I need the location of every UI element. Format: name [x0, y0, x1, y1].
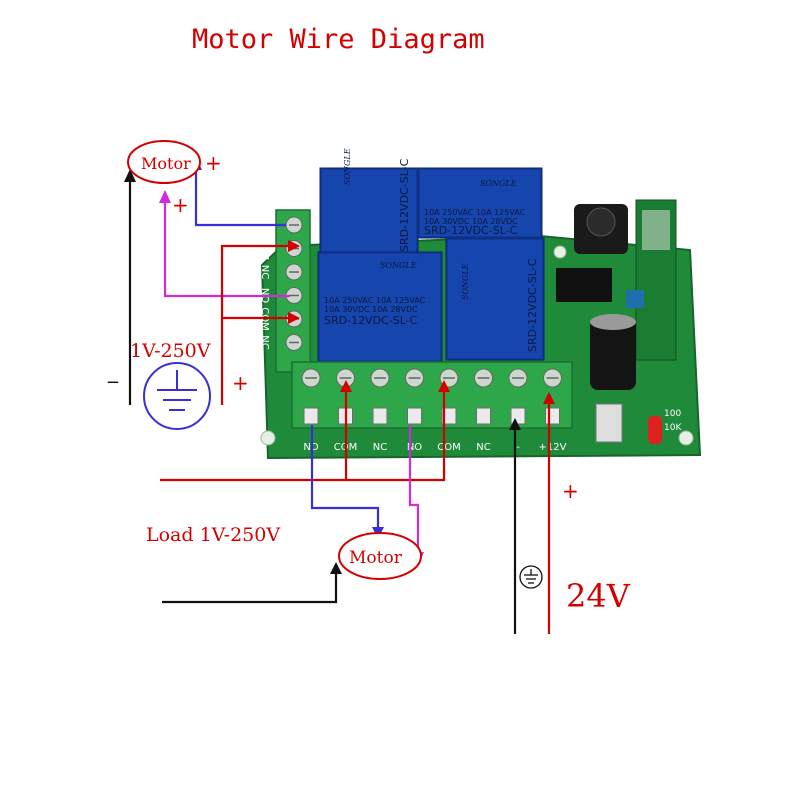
mounting-hole — [260, 430, 276, 446]
relay-rating-ac: 10A 250VAC 10A 125VAC — [324, 296, 426, 305]
motor-top-plus-right: + — [205, 151, 222, 175]
wires — [128, 168, 551, 634]
wire-red-load-main — [160, 388, 446, 482]
bottom-pin-label: NC — [476, 442, 490, 453]
dc-jack — [574, 204, 628, 254]
relay-brand: SONGLE — [461, 263, 470, 300]
potentiometer — [626, 290, 644, 308]
wire-magenta-top-motor — [163, 200, 290, 298]
motor-bottom: Motor — [338, 532, 422, 580]
relay-2: SONGLE 10A 250VAC 10A 125VAC 10A 30VDC 1… — [417, 167, 543, 239]
ground-symbol-left — [143, 362, 211, 430]
arrow-red-dc-positive — [543, 392, 555, 404]
terminal-slot — [303, 407, 319, 425]
motor-top: Motor — [127, 140, 201, 184]
arrow-black-dc-negative — [509, 418, 521, 430]
load-range-label: Load 1V-250V — [146, 524, 280, 546]
relay-model: SRD-12VDC-SL-C — [324, 314, 418, 327]
relay-model: SRD-12VDC-SL-C — [424, 224, 518, 237]
wire-red-supply-left-1 — [220, 244, 288, 405]
wire-black-load-return — [162, 570, 338, 604]
dc-voltage-label: 24V — [566, 577, 631, 615]
arrow-red-com-1 — [340, 380, 352, 392]
ground-symbol-dc — [519, 565, 543, 589]
diagram-title: Motor Wire Diagram — [192, 24, 485, 55]
relay-brand: SONGLE — [480, 179, 517, 188]
motor-bottom-label: Motor — [349, 548, 403, 568]
supply-left-minus: _ — [107, 359, 119, 383]
arrow-red-left-terminal-1 — [288, 240, 300, 252]
supply-left-plus: + — [232, 371, 249, 395]
relay-3: SONGLE 10A 250VAC 10A 125VAC 10A 30VDC 1… — [317, 251, 443, 363]
motor-top-plus-below: + — [172, 193, 189, 217]
arrow-red-com-2 — [438, 380, 450, 392]
terminal-slot — [545, 407, 560, 425]
push-button — [595, 403, 623, 443]
bottom-pin-label: +12V — [539, 442, 567, 453]
relay-rating-ac: 10A 250VAC 10A 125VAC — [424, 208, 526, 217]
terminal-slot — [407, 407, 422, 425]
terminal-slot — [441, 407, 457, 425]
wire-blue-top-motor — [194, 168, 286, 227]
bottom-pin-label: - — [516, 442, 520, 453]
motor-top-label: Motor — [141, 154, 191, 173]
left-pin-label: COM — [259, 237, 270, 260]
relay-4: SONGLE SRD-12VDC-SL-C — [445, 237, 545, 361]
left-pin-label: NC — [259, 335, 270, 349]
receiver-module — [635, 199, 677, 361]
led — [648, 416, 662, 444]
relay-model: SRD-12VDC-SL-C — [526, 258, 539, 352]
relay-model: SRD-12VDC-SL-C — [398, 158, 411, 252]
terminal-slot — [476, 407, 491, 425]
dc-plus-label: + — [562, 479, 579, 503]
relay-brand: SONGLE — [343, 148, 352, 185]
capacitor — [590, 314, 636, 390]
terminal-slot — [510, 407, 526, 425]
arrow-magenta-top-motor — [159, 190, 171, 203]
bottom-pin-label: NO — [407, 442, 422, 453]
supply-left-range: 1V-250V — [130, 340, 211, 362]
resistor-label-10k: 10K — [664, 423, 682, 433]
mounting-hole — [678, 430, 694, 446]
terminal-slot — [372, 407, 388, 425]
bottom-pin-label: NC — [373, 442, 387, 453]
relay-brand: SONGLE — [380, 261, 417, 270]
wire-magenta-load-no — [408, 425, 420, 560]
ic-chip — [556, 268, 612, 302]
resistor-label-100: 100 — [664, 409, 681, 419]
relay-1: SONGLE SRD-12VDC-SL-C — [319, 148, 419, 261]
wire-blue-load-no — [310, 425, 380, 530]
bottom-pin-label: COM — [437, 442, 460, 453]
relay-rating-dc: 10A 30VDC 10A 28VDC — [424, 217, 518, 226]
mounting-hole — [553, 245, 567, 259]
relay-rating-dc: 10A 30VDC 10A 28VDC — [324, 305, 418, 314]
arrow-red-left-terminal-2 — [288, 312, 300, 324]
left-pin-label: NC — [259, 265, 270, 279]
arrow-black-load-motor — [330, 562, 342, 574]
arrow-black-top-motor — [124, 169, 136, 182]
